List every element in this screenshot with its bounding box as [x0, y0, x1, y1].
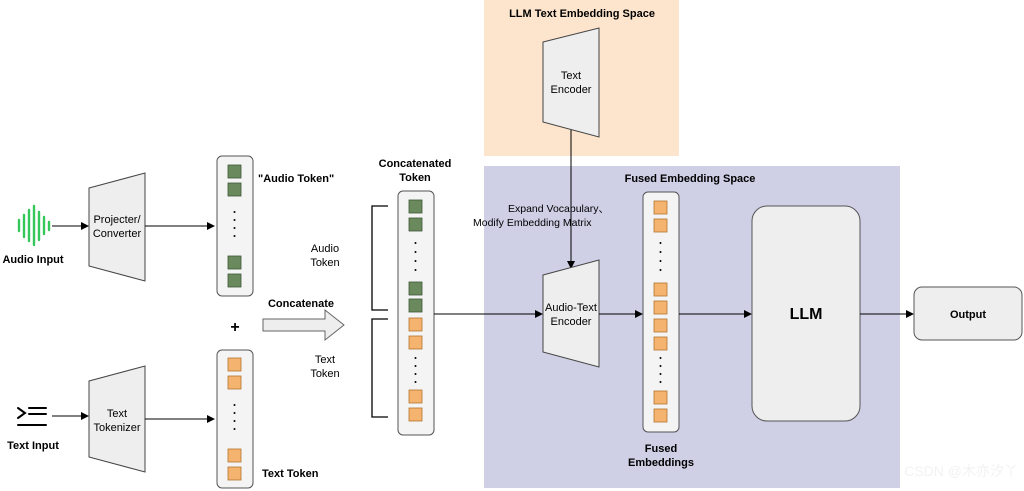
audio-input-label: Audio Input — [2, 254, 63, 266]
tokenizer-module — [88, 365, 146, 473]
audio-text-encoder-module — [542, 259, 600, 368]
plus-sign: + — [230, 319, 239, 336]
watermark: CSDN @木亦汐丫 — [904, 463, 1018, 479]
concat-audio-squares — [408, 199, 423, 313]
text-encoder-label-1: Text — [561, 70, 581, 82]
tokenizer-label-2: Tokenizer — [93, 422, 140, 434]
brace-text-label-2: Token — [310, 368, 339, 380]
audio-token-squares — [227, 164, 242, 288]
text-token-ellipsis — [233, 404, 236, 430]
text-token-squares — [227, 357, 242, 481]
llm-text-space-title: LLM Text Embedding Space — [509, 8, 655, 20]
concat-audio-ellipsis — [414, 242, 417, 271]
text-input-label: Text Input — [7, 440, 59, 452]
concat-text-squares — [408, 317, 423, 422]
concat-text-ellipsis — [414, 357, 417, 383]
concatenated-label-1: Concatenated — [379, 158, 452, 170]
output-module — [913, 286, 1023, 341]
text-token-column — [216, 349, 254, 489]
llm-label: LLM — [790, 306, 823, 323]
audio-token-ellipsis — [233, 211, 236, 237]
waveform-icon — [17, 204, 51, 247]
projector-module — [88, 172, 146, 282]
brace-audio-label-2: Token — [310, 257, 339, 269]
audio-text-encoder-label-1: Audio-Text — [545, 302, 597, 314]
brace-text-label-1: Text — [315, 354, 335, 366]
concatenated-token-column — [397, 190, 435, 436]
projector-label-1: Projecter/ — [93, 214, 141, 226]
text-input-icon — [17, 407, 47, 426]
expand-vocab-label-2: Modify Embedding Matrix — [473, 217, 592, 229]
fused-embeddings-label-1: Fused — [645, 443, 677, 455]
concatenate-arrow — [262, 308, 345, 342]
concatenate-label: Concatenate — [268, 298, 334, 310]
fused-ellipsis — [659, 242, 662, 383]
text-encoder-module — [542, 27, 600, 138]
audio-token-column — [216, 155, 254, 297]
brace-audio-label-1: Audio — [311, 243, 339, 255]
audio-bracket — [371, 205, 388, 311]
output-label: Output — [950, 309, 986, 321]
text-encoder-label-2: Encoder — [551, 84, 592, 96]
audio-text-encoder-label-2: Encoder — [551, 316, 592, 328]
projector-label-2: Converter — [93, 228, 142, 240]
tokenizer-label-1: Text — [107, 408, 127, 420]
concatenated-label-2: Token — [399, 172, 431, 184]
text-bracket — [371, 318, 388, 418]
fused-embeddings-label-2: Embeddings — [628, 457, 694, 469]
text-token-label: Text Token — [262, 468, 319, 480]
fused-squares — [653, 200, 668, 423]
audio-token-label: "Audio Token" — [258, 173, 334, 185]
fused-space-title: Fused Embedding Space — [625, 173, 756, 185]
expand-vocab-label-1: Expand Vocabulary、 — [508, 203, 609, 215]
